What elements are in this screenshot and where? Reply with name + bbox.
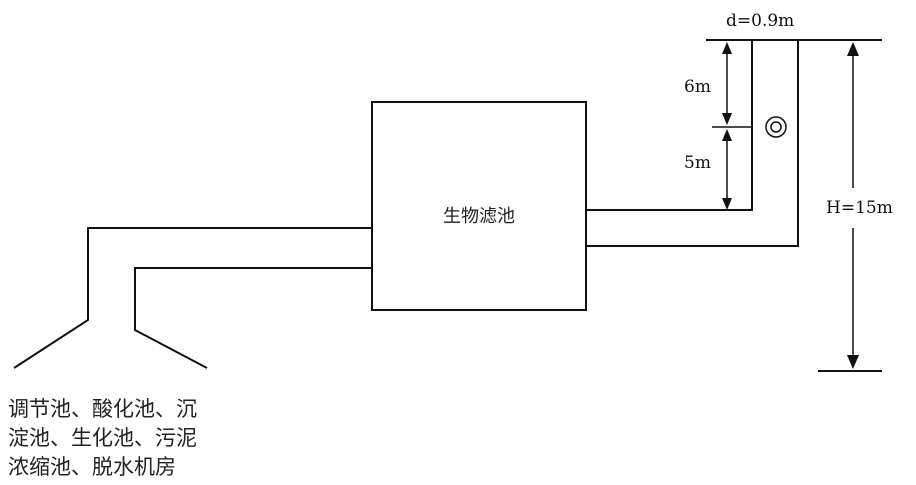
source-line-2: 淀池、生化池、污泥 bbox=[8, 426, 197, 450]
diameter-label: d=0.9m bbox=[726, 11, 794, 31]
sample-port-inner-icon bbox=[770, 121, 782, 133]
upper-segment-label: 6m bbox=[684, 77, 711, 97]
dim-5m-arrow-top bbox=[722, 129, 732, 141]
dim-6m-arrow-bottom bbox=[722, 113, 732, 125]
biofilter-box bbox=[371, 101, 587, 311]
outlet-pipe-upper bbox=[586, 40, 753, 211]
inlet-duct-upper bbox=[13, 227, 372, 369]
dim-h-arrow-bottom bbox=[847, 355, 859, 369]
dim-h-arrow-top bbox=[847, 42, 859, 56]
biofilter-label: 生物滤池 bbox=[443, 206, 515, 227]
height-label: H=15m bbox=[826, 198, 893, 218]
source-line-3: 浓缩池、脱水机房 bbox=[8, 455, 176, 479]
dim-5m-arrow-bottom bbox=[722, 198, 732, 210]
sample-port-outer-icon bbox=[765, 116, 787, 138]
outlet-pipe-lower bbox=[586, 40, 799, 247]
dim-6m-arrow-top bbox=[722, 42, 732, 54]
inlet-duct-lower bbox=[134, 267, 372, 369]
source-line-1: 调节池、酸化池、沉 bbox=[8, 397, 197, 421]
lower-segment-label: 5m bbox=[684, 153, 711, 173]
